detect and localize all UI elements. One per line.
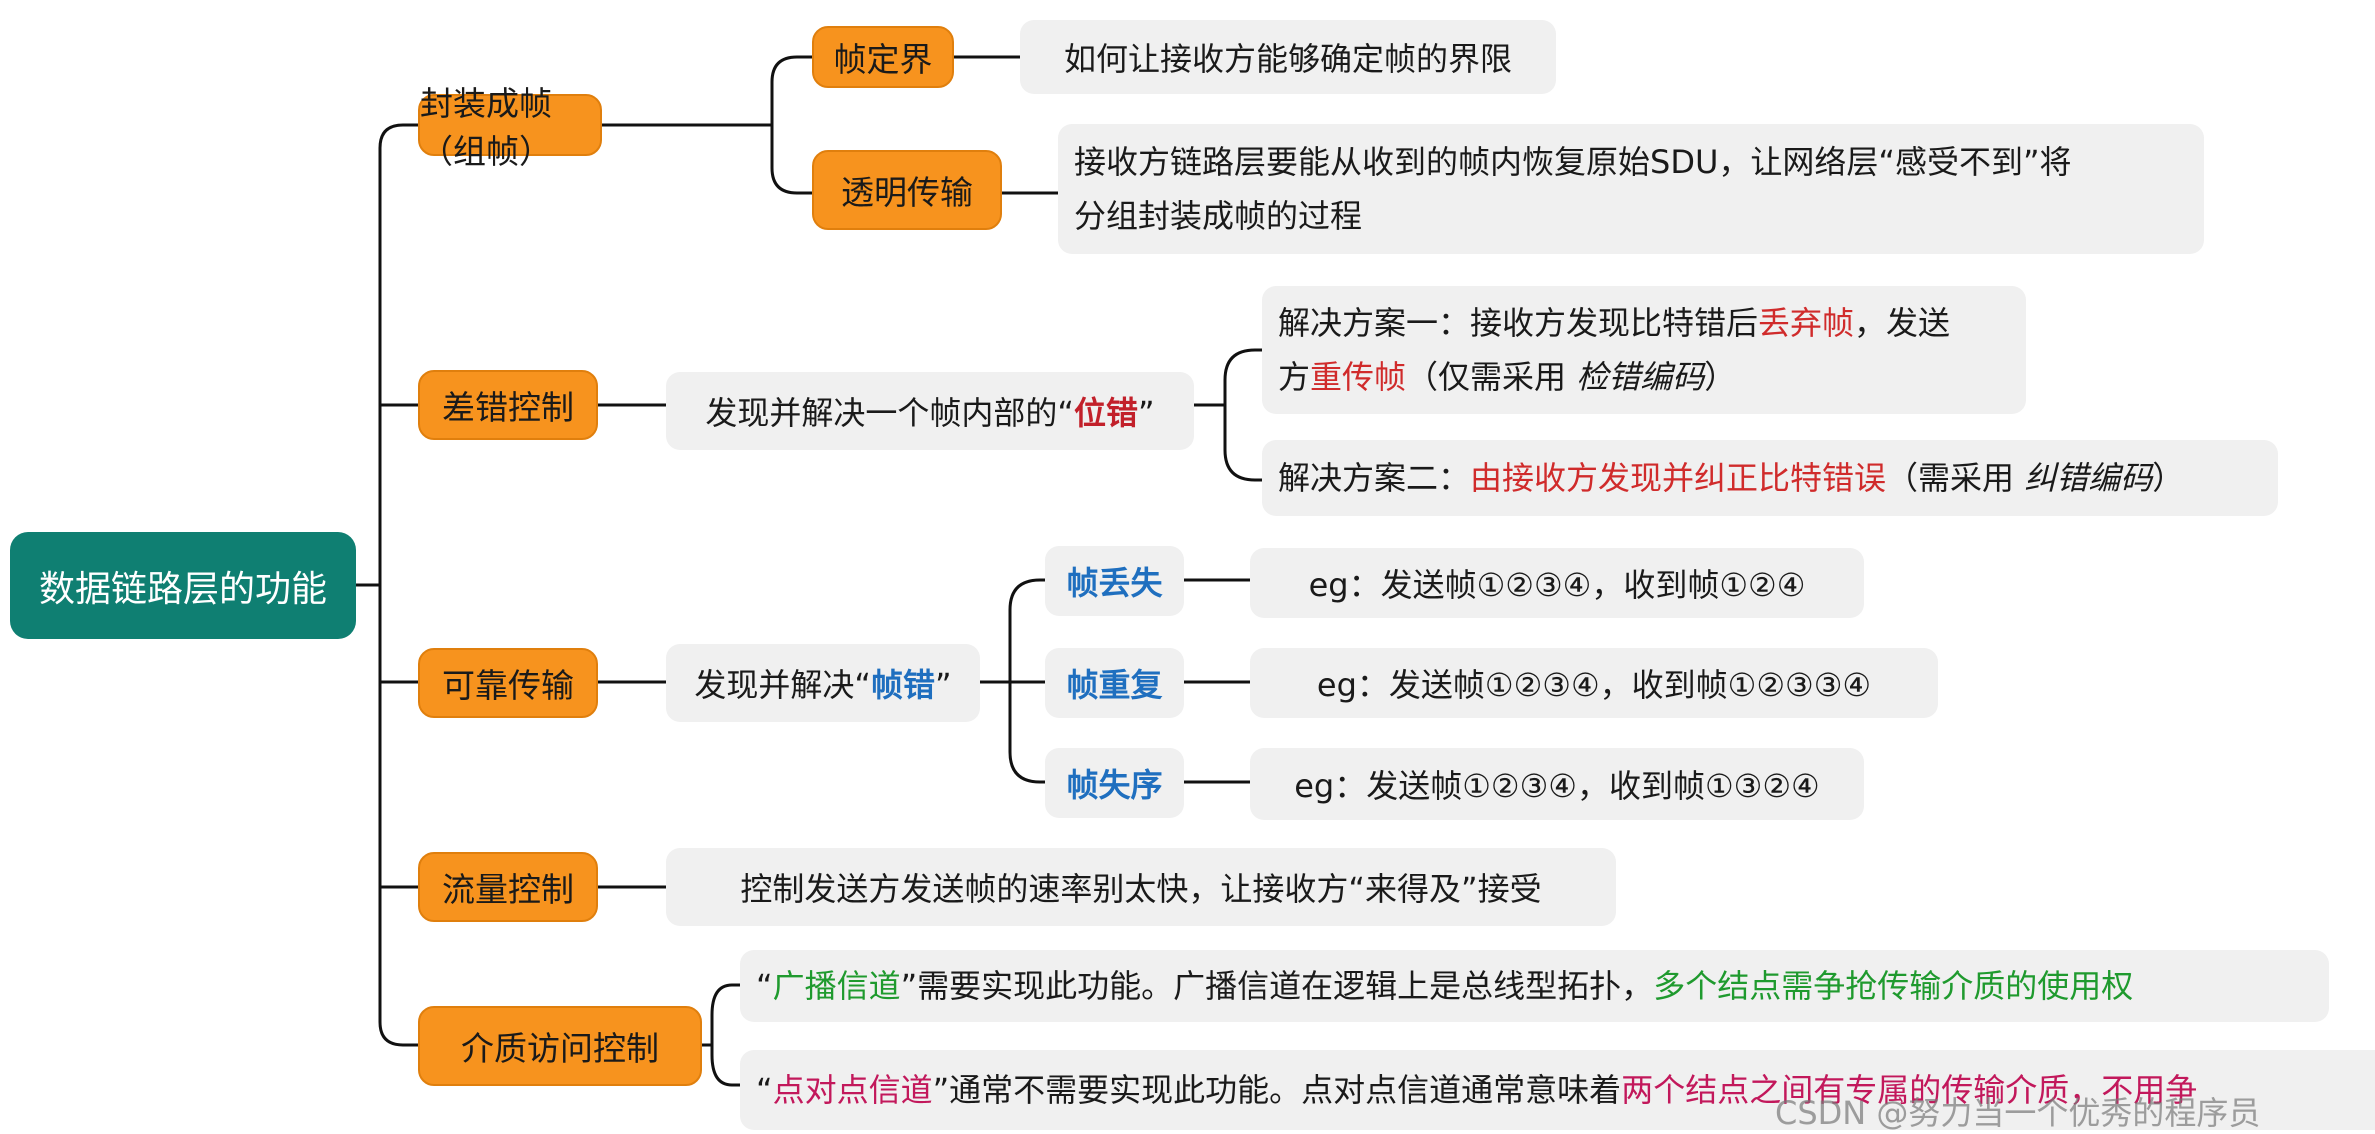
reliable-desc-suffix: ” [935, 666, 952, 704]
solution-one-line1: 解决方案一：接收方发现比特错后丢弃帧，发送 [1278, 296, 1950, 350]
p2p-open-quote: “ [756, 1071, 773, 1109]
p2p-channel-mid: ”通常不需要实现此功能。点对点信道通常意味着 [932, 1071, 1622, 1109]
flow-control-desc-text: 控制发送方发送帧的速率别太快，让接收方“来得及”接受 [740, 870, 1542, 908]
flow-control-node: 流量控制 [418, 852, 598, 922]
solution-one-part1: 解决方案一：接收方发现比特错后 [1278, 304, 1759, 342]
reliable-desc-text: 发现并解决“帧错” [694, 660, 951, 706]
solution-one-part2-mid: （仅需采用 [1406, 358, 1577, 396]
frame-delimit-desc-text: 如何让接收方能够确定帧的界限 [1063, 40, 1512, 78]
frame-disorder-example: eg：发送帧①②③④，收到帧①③②④ [1250, 748, 1864, 820]
error-solution-two: 解决方案二：由接收方发现并纠正比特错误（需采用 纠错编码） [1262, 440, 2278, 516]
transparent-desc-line2: 分组封装成帧的过程 [1074, 197, 1363, 235]
reliable-desc-highlight: 帧错 [871, 666, 936, 704]
frame-delimit-desc: 如何让接收方能够确定帧的界限 [1020, 20, 1556, 94]
solution-one-line2: 方重传帧（仅需采用 检错编码） [1278, 350, 1736, 404]
error-control-desc: 发现并解决一个帧内部的“位错” [666, 372, 1194, 450]
frame-loss-example-text: eg：发送帧①②③④，收到帧①②④ [1308, 566, 1806, 604]
frame-disorder-node: 帧失序 [1045, 748, 1184, 818]
reliable-desc-prefix: 发现并解决“ [694, 666, 871, 704]
connector-mac-vertical [710, 983, 740, 1087]
solution-two-mid: （需采用 [1886, 459, 2025, 497]
connector-trunk-vertical [378, 123, 404, 1047]
solution-two-correct-code: 纠错编码 [2024, 459, 2153, 497]
broadcast-channel-mid: ”需要实现此功能。广播信道在逻辑上是总线型拓扑， [900, 967, 1654, 1005]
reliable-transfer-desc: 发现并解决“帧错” [666, 644, 980, 722]
frame-loss-node: 帧丢失 [1045, 546, 1184, 616]
transparent-transfer-node: 透明传输 [812, 150, 1002, 230]
reliable-transfer-node: 可靠传输 [418, 648, 598, 718]
p2p-channel-highlight: 点对点信道 [772, 1071, 933, 1109]
media-access-control-node: 介质访问控制 [418, 1006, 702, 1086]
solution-two-correct: 由接收方发现并纠正比特错误 [1470, 459, 1887, 497]
connector-error-vertical [1223, 348, 1262, 482]
error-desc-suffix: ” [1138, 394, 1155, 432]
solution-one-part2: 方 [1278, 358, 1311, 396]
solution-one-detect-code: 检错编码 [1576, 358, 1705, 396]
frame-duplicate-node: 帧重复 [1045, 648, 1184, 718]
broadcast-channel-text: “广播信道”需要实现此功能。广播信道在逻辑上是总线型拓扑，多个结点需争抢传输介质… [756, 959, 2133, 1013]
solution-two-end: ） [2152, 459, 2185, 497]
p2p-channel-desc: “点对点信道”通常不需要实现此功能。点对点信道通常意味着两个结点之间有专属的传输… [740, 1050, 2375, 1130]
root-label: 数据链路层的功能 [38, 568, 327, 610]
frame-duplicate-example-text: eg：发送帧①②③④，收到帧①②③③④ [1316, 666, 1872, 704]
frame-loss-example: eg：发送帧①②③④，收到帧①②④ [1250, 548, 1864, 618]
solution-two-prefix: 解决方案二： [1278, 459, 1471, 497]
broadcast-open-quote: “ [756, 967, 773, 1005]
error-desc-prefix: 发现并解决一个帧内部的“ [705, 394, 1074, 432]
p2p-channel-text: “点对点信道”通常不需要实现此功能。点对点信道通常意味着两个结点之间有专属的传输… [756, 1063, 2197, 1117]
flow-control-desc: 控制发送方发送帧的速率别太快，让接收方“来得及”接受 [666, 848, 1616, 926]
error-solution-one: 解决方案一：接收方发现比特错后丢弃帧，发送 方重传帧（仅需采用 检错编码） [1262, 286, 2026, 414]
framing-label: 封装成帧（组帧） [420, 84, 552, 171]
frame-delimit-node: 帧定界 [812, 26, 954, 88]
frame-duplicate-example: eg：发送帧①②③④，收到帧①②③③④ [1250, 648, 1938, 718]
transparent-transfer-desc: 接收方链路层要能从收到的帧内恢复原始SDU，让网络层“感受不到”将 分组封装成帧… [1058, 124, 2204, 254]
framing-node: 封装成帧（组帧） [418, 84, 602, 171]
media-access-control-label: 介质访问控制 [461, 1029, 659, 1068]
p2p-channel-dedicated: 两个结点之间有专属的传输介质，不用争 [1621, 1071, 2198, 1109]
broadcast-channel-highlight: 广播信道 [772, 967, 901, 1005]
broadcast-channel-desc: “广播信道”需要实现此功能。广播信道在逻辑上是总线型拓扑，多个结点需争抢传输介质… [740, 950, 2329, 1022]
solution-one-drop-frame: 丢弃帧 [1758, 304, 1855, 342]
watermark: CSDN @努力当一个优秀的程序员 [1775, 1094, 2261, 1132]
frame-duplicate-label: 帧重复 [1066, 666, 1163, 704]
solution-one-part2-end: ） [1704, 358, 1737, 396]
frame-delimit-label: 帧定界 [833, 40, 933, 79]
frame-loss-label: 帧丢失 [1066, 564, 1163, 602]
flow-control-label: 流量控制 [442, 870, 574, 909]
connector-reliable-vertical [1008, 578, 1045, 784]
frame-disorder-example-text: eg：发送帧①②③④，收到帧①③②④ [1294, 767, 1820, 805]
transparent-desc-line1: 接收方链路层要能从收到的帧内恢复原始SDU，让网络层“感受不到”将 [1074, 143, 2072, 181]
frame-disorder-label: 帧失序 [1066, 766, 1163, 804]
root-node: 数据链路层的功能 [10, 532, 356, 639]
solution-two-text: 解决方案二：由接收方发现并纠正比特错误（需采用 纠错编码） [1278, 451, 2184, 505]
error-control-desc-text: 发现并解决一个帧内部的“位错” [705, 388, 1154, 434]
error-desc-highlight: 位错 [1074, 394, 1139, 432]
reliable-transfer-label: 可靠传输 [442, 666, 574, 705]
broadcast-channel-contention: 多个结点需争抢传输介质的使用权 [1653, 967, 2134, 1005]
solution-one-retransmit: 重传帧 [1310, 358, 1407, 396]
error-control-node: 差错控制 [418, 370, 598, 440]
solution-one-part1-end: ，发送 [1854, 304, 1951, 342]
error-control-label: 差错控制 [442, 388, 574, 427]
connector-framing-vertical [770, 55, 812, 195]
transparent-transfer-label: 透明传输 [841, 173, 973, 212]
